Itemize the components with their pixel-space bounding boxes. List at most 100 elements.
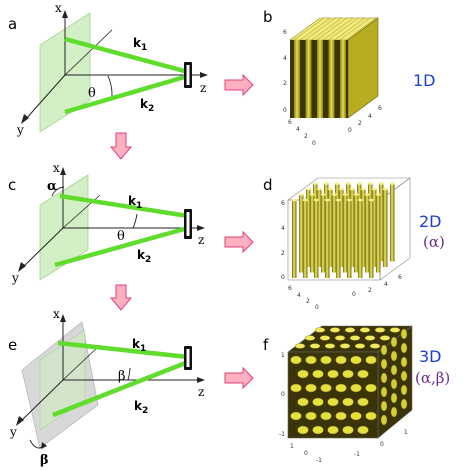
dimension-label-1d: 1D: [413, 71, 436, 90]
tick-b-d-6: 6: [288, 119, 292, 126]
x-axis-arrowhead: [62, 10, 68, 18]
lattice-node: [342, 397, 354, 407]
lattice-node: [290, 411, 302, 421]
panel-a: a θ x z y k1 k2: [8, 1, 208, 137]
rod: [383, 189, 388, 267]
rod-cap: [356, 182, 362, 185]
x-axis-arrowhead: [60, 314, 66, 322]
rod: [347, 200, 352, 278]
arrow-right-c-to-d: [224, 230, 254, 254]
rod: [310, 194, 315, 273]
beam-k1: [59, 193, 189, 219]
beam-k1: [57, 340, 189, 360]
lattice-node: [309, 343, 321, 349]
rotation-arrowhead: [41, 442, 47, 449]
panel-c-letter: c: [8, 176, 16, 194]
rod-cap: [338, 187, 344, 191]
angle-arc: [127, 367, 131, 381]
k2-label: k2: [140, 97, 154, 114]
rod: [332, 194, 337, 273]
rod-cap: [335, 198, 341, 202]
rod-cap: [302, 198, 308, 202]
lattice-node: [350, 411, 362, 421]
lattice-node: [297, 397, 309, 407]
panel-e: e β β x z y k1 k2: [8, 307, 205, 468]
lattice-node: [400, 384, 408, 396]
dimension-label-2d: 2D: [419, 212, 442, 231]
k2-label: k2: [137, 248, 151, 265]
rod-cap: [375, 193, 381, 196]
rod-cap: [298, 193, 304, 196]
rod: [343, 194, 348, 273]
rod-cap: [305, 187, 311, 191]
lattice-node: [314, 327, 326, 333]
rod-cap: [309, 193, 315, 196]
tick-d-h-4: 4: [384, 281, 388, 288]
k1-label: k1: [132, 337, 146, 354]
lattice-node: [305, 411, 317, 421]
lattice-node: [342, 369, 354, 379]
x-axis-label: x: [55, 1, 62, 15]
rod: [321, 194, 326, 273]
k2-label: k2: [134, 399, 148, 416]
rod: [361, 189, 366, 267]
arrow-down-a-to-c: [109, 132, 133, 160]
lattice-node: [400, 370, 408, 382]
plane-diagonal: [64, 29, 113, 76]
arrow-right-a-to-b: [224, 73, 254, 97]
z-axis-arrowhead: [200, 72, 208, 78]
tick-d-v-0: 0: [281, 274, 285, 281]
panel-f-letter: f: [263, 336, 269, 354]
rod-cap: [324, 198, 330, 202]
rod-array: [291, 182, 395, 278]
tick-b-h-6: 6: [378, 105, 382, 112]
lattice-node: [335, 411, 347, 421]
alpha-arc: [51, 186, 65, 197]
panel-a-letter: a: [8, 15, 17, 33]
panel-d: d 6 4 2 0 6 4 2 0 0 2 4 6 2D (α): [263, 176, 445, 311]
y-axis: [24, 74, 66, 121]
lattice-node: [350, 383, 362, 393]
slab: [294, 40, 300, 118]
lattice-node: [320, 355, 332, 365]
slab: [305, 40, 312, 118]
rod-cap: [327, 187, 333, 191]
lattice-node: [320, 383, 332, 393]
rod-cap: [313, 198, 319, 202]
lattice-node: [304, 335, 316, 341]
lattice-node: [327, 397, 339, 407]
rod: [358, 200, 363, 278]
rod-cap: [382, 187, 388, 191]
rod-cap: [349, 187, 355, 191]
rod: [303, 200, 308, 278]
lattice-node: [297, 369, 309, 379]
y-axis: [19, 379, 64, 423]
lattice-node: [324, 343, 336, 349]
rod-cap: [334, 182, 340, 185]
rod: [390, 183, 395, 262]
lattice-node: [335, 383, 347, 393]
lattice-node: [344, 327, 356, 333]
k1-label: k1: [133, 36, 147, 53]
rod: [339, 189, 344, 267]
panel-f-axis-ticks: 1 0 -1 1 0 -1 -1 0 1: [279, 352, 408, 464]
y-axis-label: y: [9, 425, 17, 439]
tick-f-h-neg1: -1: [354, 451, 360, 458]
lattice-node: [357, 425, 369, 435]
lattice-node: [365, 383, 377, 393]
rod: [365, 194, 370, 273]
rod: [306, 189, 311, 267]
rod-cap: [345, 182, 351, 185]
tick-b-h-2: 2: [358, 120, 362, 127]
lattice-node: [357, 397, 369, 407]
x-axis-label: x: [53, 307, 60, 321]
tick-f-v-0: 0: [281, 391, 285, 398]
tick-d-d-6: 6: [288, 285, 292, 292]
z-axis-label: z: [198, 233, 204, 247]
rod-cap: [371, 187, 377, 191]
z-axis-arrowhead: [197, 377, 205, 383]
tick-b-d-0: 0: [312, 140, 316, 147]
panel-d-letter: d: [263, 176, 273, 194]
tick-d-h-2: 2: [368, 287, 372, 294]
tick-b-h-4: 4: [368, 113, 372, 120]
